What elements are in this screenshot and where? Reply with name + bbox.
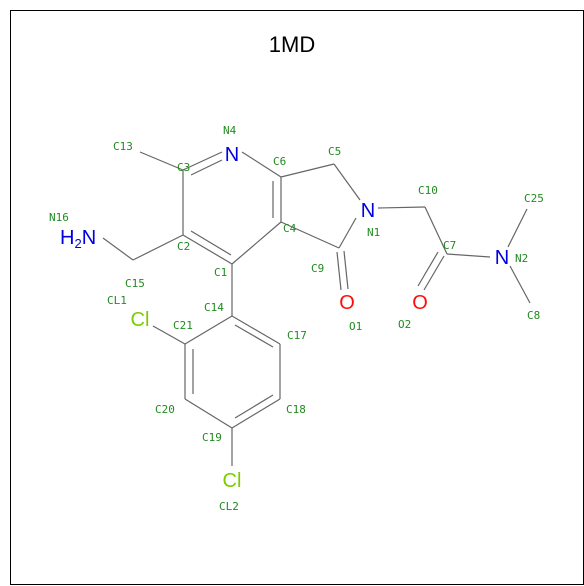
bond-c18-c19 bbox=[231, 398, 281, 429]
molecule-title: 1MD bbox=[269, 32, 315, 57]
label-c8: C8 bbox=[527, 309, 540, 322]
atom-n4-symbol: N bbox=[225, 144, 239, 166]
bond-n1-c9 bbox=[338, 217, 357, 249]
label-cl2: CL2 bbox=[219, 500, 239, 513]
label-c21: C21 bbox=[173, 319, 193, 332]
label-c15: C15 bbox=[125, 277, 145, 290]
bond-c1-c2-inner bbox=[190, 230, 232, 256]
bond-c10-c7 bbox=[424, 206, 448, 255]
label-o2: O2 bbox=[398, 318, 411, 331]
bond-c21-c14 bbox=[184, 315, 233, 345]
label-c25: C25 bbox=[524, 192, 544, 205]
bond-c9-c4 bbox=[280, 221, 340, 249]
label-c9: C9 bbox=[311, 262, 324, 275]
bond-c18-c19-inner bbox=[234, 394, 274, 419]
label-n4: N4 bbox=[223, 124, 237, 137]
bond-c3-n4 bbox=[182, 151, 223, 171]
bond-n2-c8 bbox=[509, 265, 531, 304]
atom-n16-symbol: H2N bbox=[60, 227, 96, 251]
label-c18: C18 bbox=[286, 403, 306, 416]
label-c20: C20 bbox=[155, 403, 175, 416]
label-c17: C17 bbox=[287, 329, 307, 342]
bond-c4-c1 bbox=[231, 221, 282, 265]
bond-c2-c15 bbox=[132, 234, 184, 261]
atom-o1-symbol: O bbox=[339, 292, 355, 314]
label-o1: O1 bbox=[349, 320, 362, 333]
bond-c5-n1 bbox=[333, 163, 361, 201]
atom-o2-symbol: O bbox=[412, 292, 428, 314]
bond-c7-n2 bbox=[446, 253, 491, 258]
bond-n2-c25 bbox=[507, 208, 528, 248]
nh2-subscript: 2 bbox=[74, 236, 81, 251]
label-c2: C2 bbox=[177, 240, 190, 253]
atom-n2-symbol: N bbox=[495, 247, 509, 269]
label-c13: C13 bbox=[113, 140, 133, 153]
atom-cl1-symbol: Cl bbox=[131, 309, 150, 331]
bond-c7-o2-b bbox=[417, 251, 439, 287]
viewer-frame bbox=[10, 10, 584, 585]
bond-c3-c13 bbox=[139, 151, 184, 171]
bond-c21-cl1 bbox=[152, 325, 186, 345]
label-c3: C3 bbox=[177, 161, 190, 174]
label-c6: C6 bbox=[273, 155, 286, 168]
bond-c6-c5 bbox=[280, 163, 335, 178]
bond-c9-o1-b bbox=[343, 250, 349, 290]
label-c7: C7 bbox=[443, 239, 456, 252]
bond-c15-n16 bbox=[102, 237, 134, 261]
bond-c1-c2 bbox=[182, 234, 233, 265]
label-c1: C1 bbox=[214, 266, 227, 279]
nh2-h: H bbox=[60, 227, 74, 249]
label-c4: C4 bbox=[283, 222, 297, 235]
label-c19: C19 bbox=[202, 431, 222, 444]
bond-n1-c10 bbox=[377, 206, 426, 209]
label-c5: C5 bbox=[328, 145, 341, 158]
bonds bbox=[102, 151, 531, 466]
bond-c14-c17 bbox=[231, 315, 281, 345]
bond-c19-c20 bbox=[184, 398, 233, 429]
label-c10: C10 bbox=[418, 184, 438, 197]
atom-n1-symbol: N bbox=[361, 200, 375, 222]
bond-c3-n4-inner bbox=[190, 159, 223, 176]
bond-n4-c6 bbox=[241, 151, 282, 178]
bond-c14-c17-inner bbox=[234, 324, 274, 348]
label-c14: C14 bbox=[204, 301, 224, 314]
atom-symbols: N N N O O Cl Cl H2N bbox=[60, 144, 509, 492]
atom-cl2-symbol: Cl bbox=[223, 470, 242, 492]
bond-c9-o1-a bbox=[336, 251, 342, 291]
label-n2: N2 bbox=[515, 252, 528, 265]
label-n16: N16 bbox=[49, 211, 69, 224]
nh2-n: N bbox=[82, 227, 96, 249]
label-cl1: CL1 bbox=[107, 294, 127, 307]
label-n1: N1 bbox=[367, 226, 380, 239]
bond-c7-o2-a bbox=[423, 255, 445, 291]
atom-labels: C13 N4 C3 C6 C5 C10 C25 N16 C2 C4 N1 C7 … bbox=[49, 124, 544, 513]
